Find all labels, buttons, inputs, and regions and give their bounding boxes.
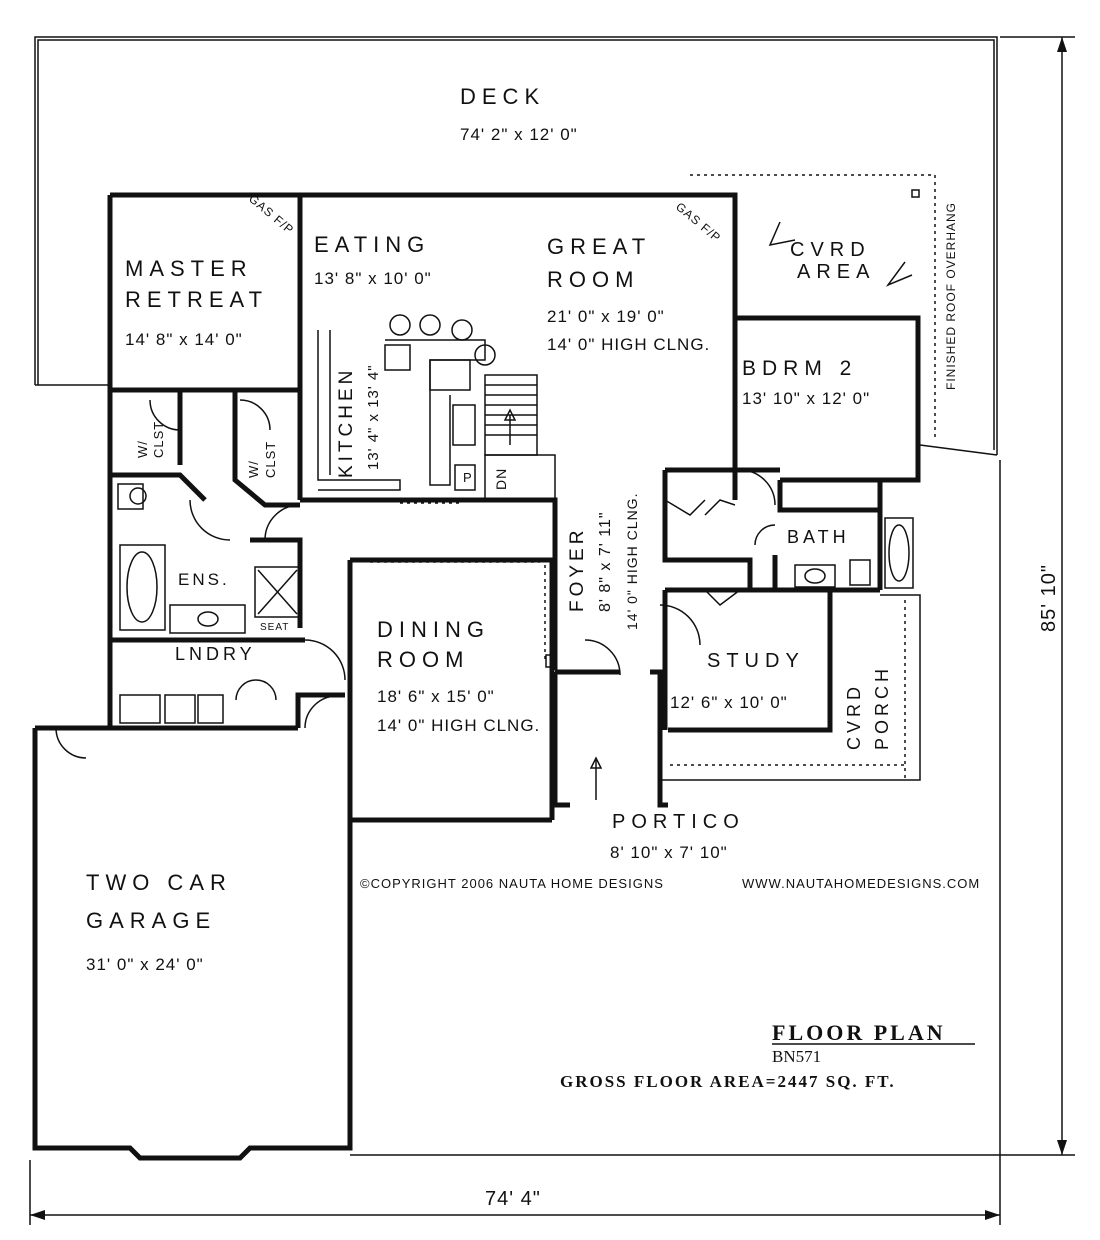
master-size: 14' 8" x 14' 0" [125, 330, 243, 349]
plan-code: BN571 [772, 1047, 821, 1066]
great-room-ceiling: 14' 0" HIGH CLNG. [547, 335, 710, 354]
eating-size: 13' 8" x 10' 0" [314, 269, 432, 288]
dimension-lines [29, 36, 1075, 1225]
deck-label: DECK [460, 84, 545, 109]
bdrm2-label: BDRM 2 [742, 357, 857, 380]
portico-label: PORTICO [612, 811, 745, 833]
foyer-ceiling: 14' 0" HIGH CLNG. [624, 493, 640, 630]
seat-label: SEAT [260, 622, 289, 633]
stair-down-label: DN [493, 468, 509, 490]
bath-label: BATH [787, 527, 850, 547]
dining-ceiling: 14' 0" HIGH CLNG. [377, 716, 540, 735]
ensuite-label: ENS. [178, 570, 230, 589]
foyer-label: FOYER [567, 527, 588, 612]
great-room-label-2: ROOM [547, 267, 639, 292]
garage-label-2: GARAGE [86, 908, 216, 933]
dining-label-1: DINING [377, 617, 490, 642]
deck-size: 74' 2" x 12' 0" [460, 125, 578, 144]
wic1-label-2: CLST [151, 421, 166, 458]
copyright-text: ©COPYRIGHT 2006 NAUTA HOME DESIGNS [360, 876, 664, 891]
bath-fixtures [117, 483, 914, 724]
cvrd-area-label-2: AREA [797, 261, 875, 283]
overall-width: 74' 4" [485, 1188, 541, 1210]
porch-label-2: PORCH [872, 665, 892, 750]
great-room-size: 21' 0" x 19' 0" [547, 307, 665, 326]
kitchen-label: KITCHEN [336, 367, 357, 478]
great-room-label-1: GREAT [547, 234, 651, 259]
wic2-label-2: CLST [263, 441, 278, 478]
stairs [484, 374, 556, 501]
kitchen-fixtures [317, 314, 496, 491]
deck-outline [34, 36, 998, 456]
porch-label-1: CVRD [844, 683, 864, 750]
foyer-size: 8' 8" x 7' 11" [597, 511, 614, 612]
exterior-details [370, 189, 921, 800]
bdrm2-size: 13' 10" x 12' 0" [742, 389, 870, 408]
pantry-label: P [463, 470, 473, 485]
doors [55, 399, 776, 759]
wic2-label-1: W/ [246, 460, 261, 478]
cvrd-area-arrows [768, 221, 913, 287]
dining-label-2: ROOM [377, 647, 469, 672]
master-label-2: RETREAT [125, 287, 268, 312]
cvrd-area-label-1: CVRD [790, 239, 871, 261]
kitchen-size: 13' 4" x 13' 4" [365, 364, 382, 470]
garage-size: 31' 0" x 24' 0" [86, 955, 204, 974]
floor-plan-title: FLOOR PLAN [772, 1020, 946, 1045]
gross-floor-area: GROSS FLOOR AREA=2447 SQ. FT. [560, 1072, 896, 1091]
study-label: STUDY [707, 650, 805, 672]
dining-size: 18' 6" x 15' 0" [377, 687, 495, 706]
portico-size: 8' 10" x 7' 10" [610, 843, 728, 862]
master-label-1: MASTER [125, 256, 253, 281]
study-size: 12' 6" x 10' 0" [670, 693, 788, 712]
garage-label-1: TWO CAR [86, 870, 232, 895]
roof-overhang-label: FINISHED ROOF OVERHANG [944, 202, 958, 390]
website-text: WWW.NAUTAHOMEDESIGNS.COM [742, 876, 980, 891]
gas-fp-great: GAS F/P [673, 200, 724, 246]
wic1-label-1: W/ [135, 440, 150, 458]
laundry-label: LNDRY [175, 644, 256, 664]
overall-depth: 85' 10" [1038, 564, 1060, 632]
eating-label: EATING [314, 232, 430, 257]
gas-fp-master: GAS F/P [246, 192, 297, 238]
